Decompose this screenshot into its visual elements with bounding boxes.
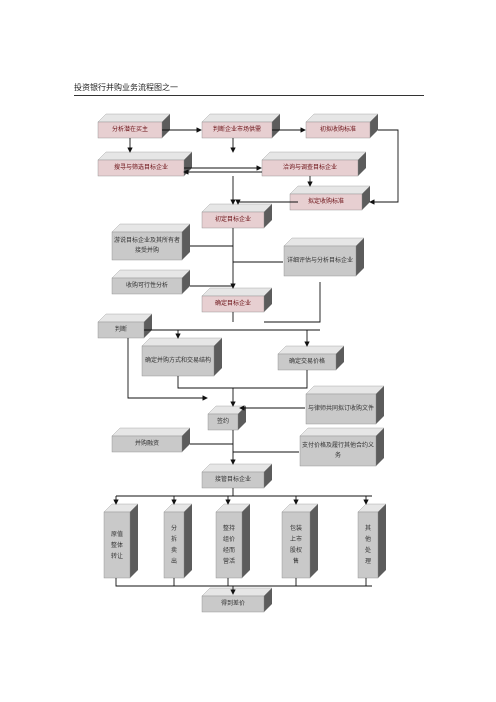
node-other: 其他处理 (364, 525, 371, 565)
node-box-lobby_owners (111, 223, 191, 261)
node-box-judge_supply (201, 113, 281, 139)
connector-line (369, 129, 399, 205)
node-package-listing: 包装上市股权售 (289, 525, 302, 565)
node-box-prelim_target (201, 203, 273, 229)
node-box-package_listing (281, 503, 319, 579)
node-judge: 判断 (114, 326, 127, 333)
node-analyze-seller: 分析潜在买主 (111, 126, 148, 133)
node-box-negotiate_investigate (261, 151, 367, 177)
title-underline (74, 95, 424, 96)
node-box-detailed_eval (283, 237, 365, 277)
node-judge-supply: 判断企业市场供需 (212, 126, 261, 133)
node-box-feasibility (111, 269, 191, 295)
node-box-get_premium (201, 587, 273, 613)
connector-line (177, 376, 233, 389)
node-box-lawyer_docs (305, 385, 385, 425)
node-box-analyze_seller (97, 113, 171, 139)
node-box-set_criteria (289, 185, 371, 211)
node-box-takeover (201, 463, 273, 489)
node-lawyer-docs: 与律师共同拟订收购文件 (308, 405, 375, 412)
node-payment: 支付价格及履行其他合约义务 (302, 442, 375, 459)
node-reorg-list: 整持组价经而营活 (222, 525, 235, 565)
node-initial-criteria: 初拟收购标准 (319, 126, 356, 133)
connector-line (264, 282, 321, 323)
node-confirm-target: 确定目标企业 (214, 300, 251, 307)
connector-line (235, 199, 298, 205)
connector-line (233, 370, 308, 389)
node-box-initial_criteria (305, 113, 379, 139)
node-financing: 并购融资 (134, 440, 159, 447)
node-box-sign (207, 405, 247, 431)
node-box-financing (111, 427, 191, 453)
node-box-reorg_list (215, 503, 251, 579)
node-box-split_sell (163, 503, 193, 579)
node-box-payment (299, 427, 385, 467)
node-set-criteria: 拟定收购标准 (307, 198, 344, 205)
page-title: 投资银行并购业务流程图之一 (74, 83, 178, 92)
connector-line (127, 338, 208, 401)
node-box-judge (97, 313, 153, 339)
node-split-sell: 分拆卖出 (170, 525, 177, 565)
node-prelim-target: 初定目标企业 (214, 216, 251, 223)
node-transfer-whole: 原值整体转让 (110, 530, 123, 560)
node-negotiate-investigate: 洽询与调查目标企业 (282, 164, 337, 171)
node-box-other (357, 503, 387, 579)
node-sign: 签约 (216, 418, 229, 425)
node-lobby-owners: 游说目标企业及其所有者接受并购 (114, 237, 181, 254)
node-box-price (277, 345, 345, 371)
connector-line (115, 578, 372, 587)
node-get-premium: 得到差价 (220, 600, 245, 607)
node-feasibility: 收购可行性分析 (125, 282, 168, 289)
node-box-transfer_whole (103, 503, 139, 579)
node-box-search_targets (97, 151, 193, 177)
node-box-structure (141, 337, 223, 377)
node-box-confirm_target (201, 287, 273, 313)
node-price: 确定交易价格 (288, 358, 325, 365)
node-detailed-eval: 详细评估与分析目标企业 (286, 257, 353, 264)
node-structure: 确定并购方式和交易结构 (144, 357, 211, 364)
node-search-targets: 搜寻与筛选目标企业 (113, 164, 168, 171)
node-takeover: 接管目标企业 (214, 476, 251, 483)
